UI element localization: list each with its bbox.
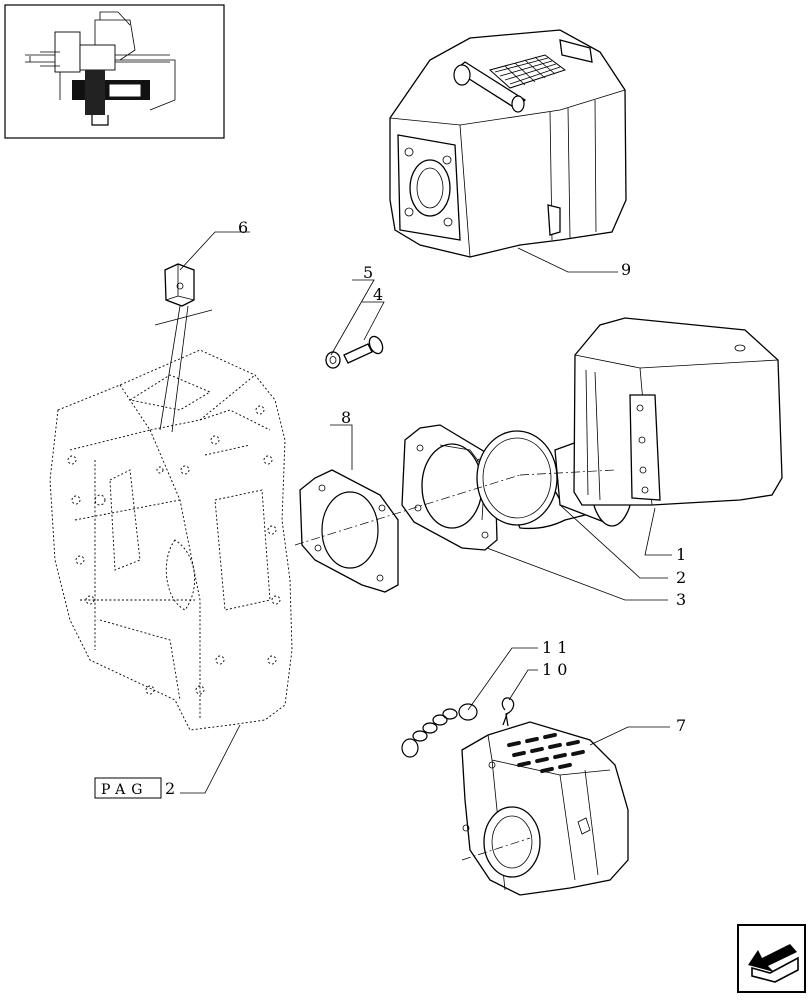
callout-11[interactable]: 1 1 — [542, 638, 567, 657]
callout-4[interactable]: 4 — [373, 285, 383, 304]
page-reference[interactable]: PAG 2 — [94, 777, 175, 799]
callout-10[interactable]: 1 0 — [542, 660, 567, 679]
callout-9[interactable]: 9 — [621, 260, 631, 279]
callout-3[interactable]: 3 — [676, 590, 686, 609]
part-3-flange — [401, 424, 498, 551]
part-9-top-cover — [389, 29, 627, 258]
callout-1[interactable]: 1 — [676, 545, 686, 564]
gearbox-housing-reference — [49, 349, 293, 731]
center-lines — [294, 469, 616, 861]
part-10-clip-pin — [501, 697, 515, 727]
part-7-perforated-cover — [461, 721, 629, 896]
part-1-side-cover — [573, 317, 783, 506]
assembly-location-thumbnail[interactable] — [4, 4, 225, 139]
part-8-gasket — [299, 469, 399, 593]
callout-7[interactable]: 7 — [676, 716, 686, 735]
part-5-washer — [325, 351, 341, 369]
callout-2[interactable]: 2 — [676, 568, 686, 587]
part-11-chain — [401, 703, 478, 758]
part-6-clip — [164, 263, 195, 307]
callout-6[interactable]: 6 — [238, 218, 248, 237]
page-reference-label: PAG — [101, 782, 148, 798]
page-reference-number: 2 — [165, 779, 175, 798]
part-4-screw — [343, 335, 384, 364]
callout-labels: 6 5 4 8 9 1 2 3 1 1 1 0 7 — [238, 218, 686, 735]
back-arrow-icon[interactable] — [737, 924, 806, 993]
callout-5[interactable]: 5 — [363, 263, 373, 282]
leader-lines — [154, 231, 672, 794]
callout-8[interactable]: 8 — [341, 408, 351, 427]
